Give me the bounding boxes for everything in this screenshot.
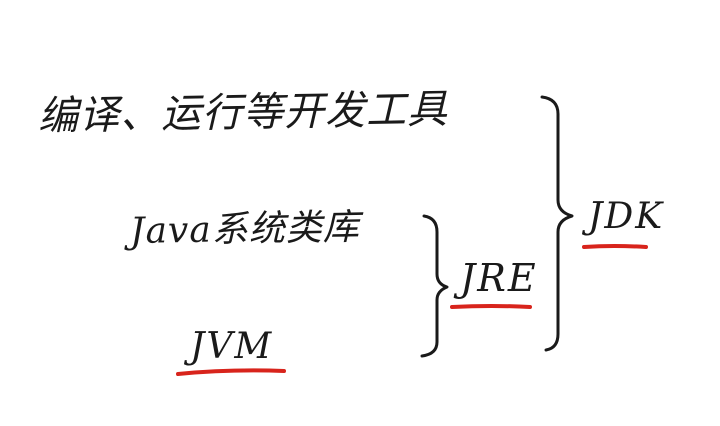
jvm-underline	[176, 368, 286, 376]
jvm-label: JVM	[190, 326, 274, 367]
jdk-label: JDK	[588, 196, 665, 237]
jdk-brace	[540, 95, 574, 352]
java-class-library-label: Java系统类库	[129, 206, 361, 253]
jre-brace	[420, 214, 449, 358]
jdk-underline	[582, 244, 648, 249]
jre-underline	[450, 304, 532, 309]
jre-label: JRE	[460, 256, 538, 300]
dev-tools-label: 编译、运行等开发工具	[37, 86, 449, 140]
